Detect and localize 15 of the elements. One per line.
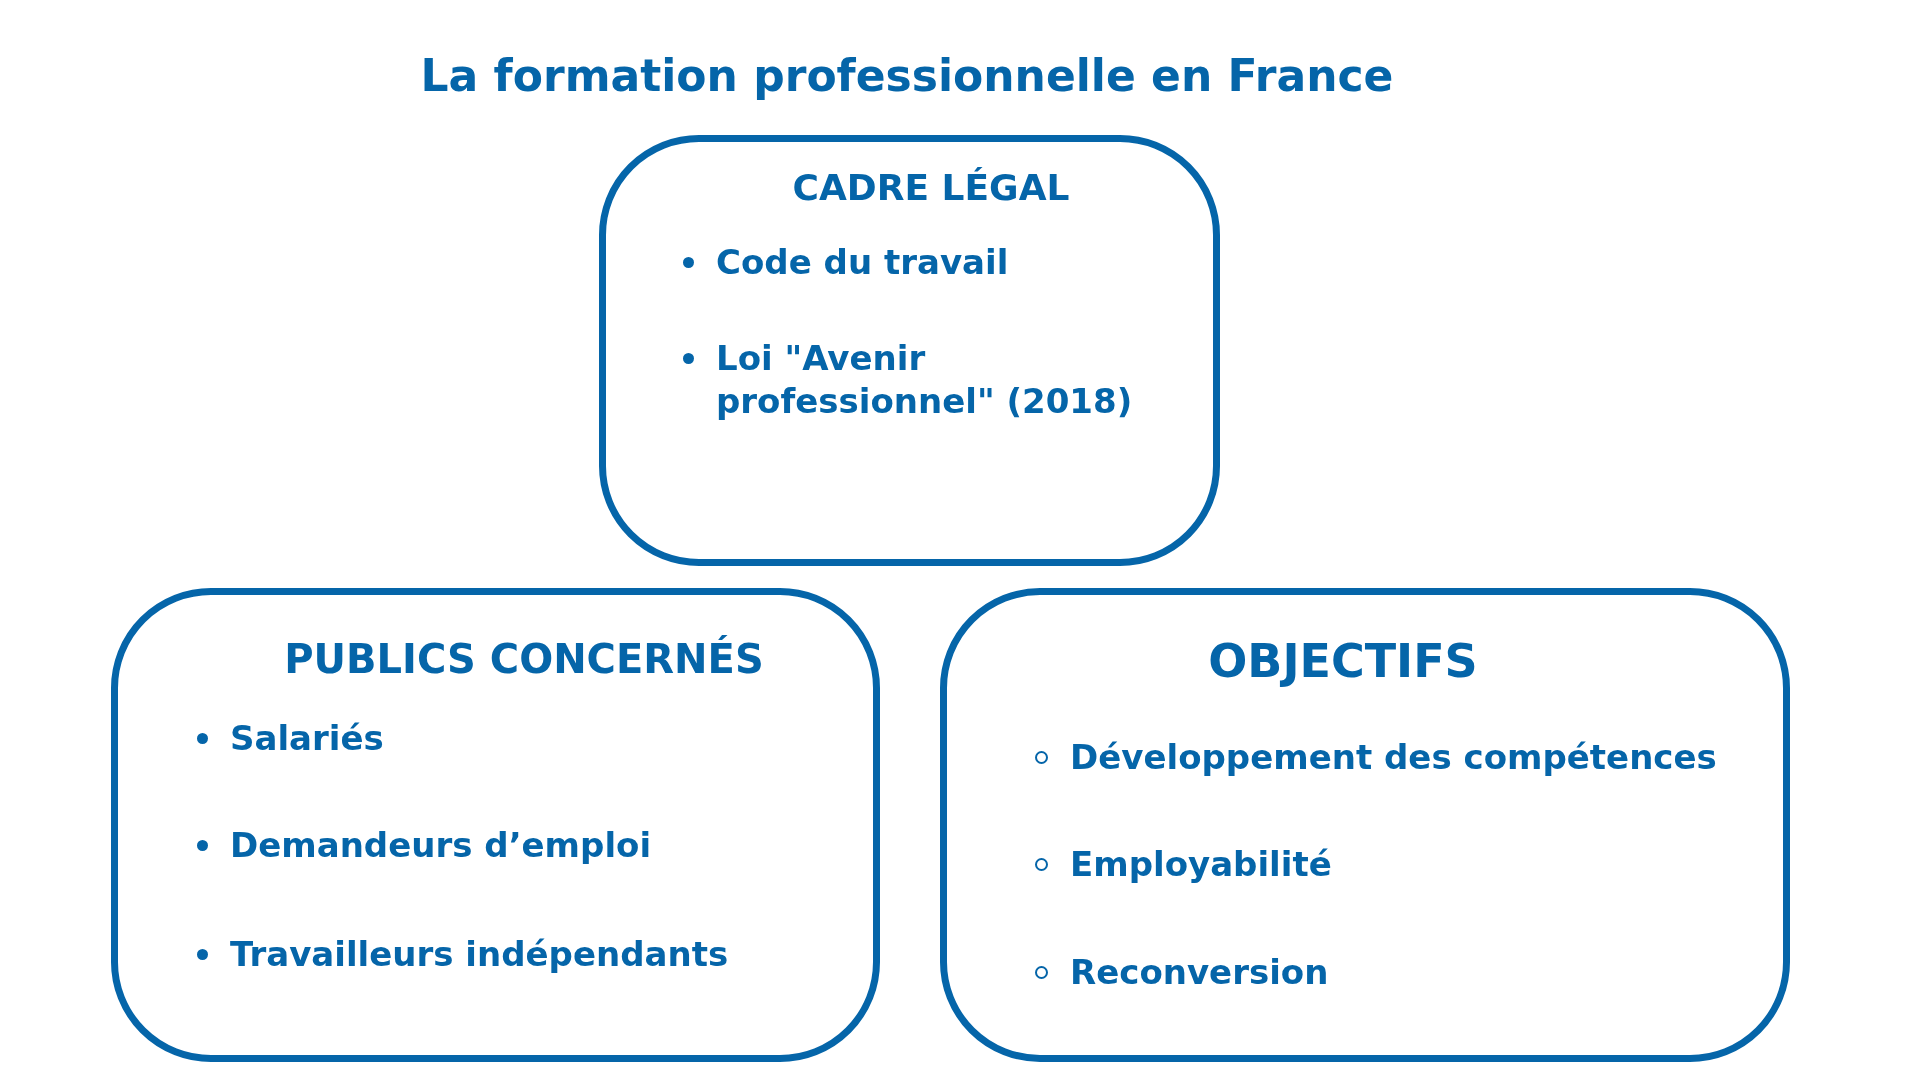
diagram-title: La formation professionnelle en France [420,50,1394,103]
rounded-panel [599,135,1220,566]
list-item-text: Code du travail [716,241,1009,284]
list-item-text: Développement des compétences [1070,736,1717,779]
list-item-text: Reconversion [1070,951,1329,994]
list-item-text: Travailleurs indépendants [230,933,729,976]
panel-heading: CADRE LÉGAL [792,166,1070,210]
rounded-panel [940,588,1790,1062]
rounded-panel [111,588,880,1062]
list-item-text: Demandeurs d’emploi [230,824,652,867]
list-item-text: Loi "Avenir professionnel" (2018) [716,337,1134,422]
panel-heading: PUBLICS CONCERNÉS [284,635,764,683]
list-item-text: Employabilité [1070,843,1332,886]
list-item-text: Salariés [230,717,384,760]
panel-heading: OBJECTIFS [1208,634,1478,690]
